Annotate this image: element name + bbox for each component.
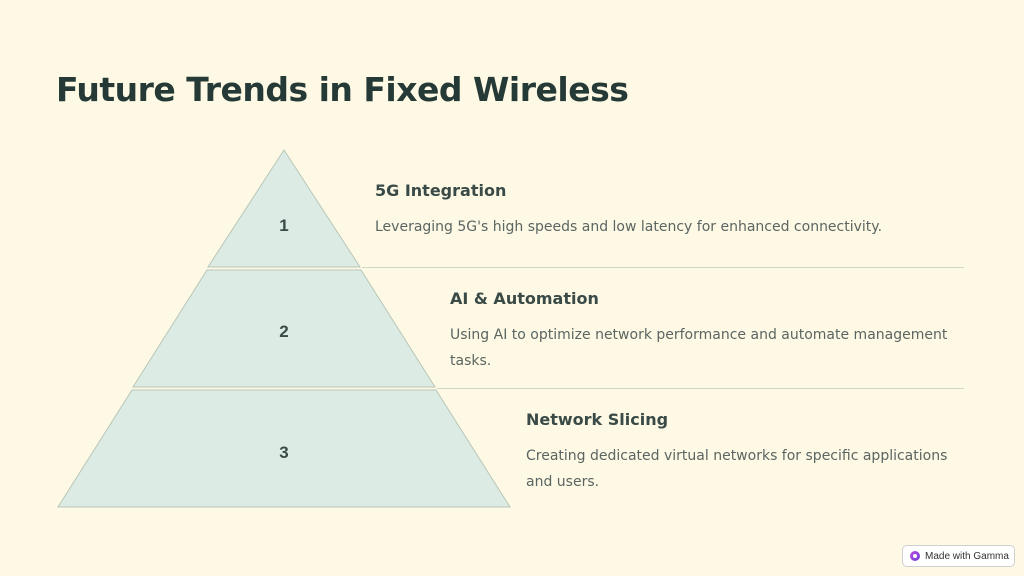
- tier-2-heading: AI & Automation: [450, 289, 599, 308]
- tier-3-description: Creating dedicated virtual networks for …: [526, 448, 948, 490]
- tier-1-number: 1: [279, 216, 288, 235]
- tier-3-text: Network Slicing Creating dedicated virtu…: [526, 410, 951, 495]
- pyramid-tier-2: [132, 269, 436, 388]
- tier-1-text: 5G Integration Leveraging 5G's high spee…: [375, 181, 955, 240]
- divider-1: [362, 267, 964, 268]
- pyramid-tier-3: [57, 389, 511, 508]
- badge-label: Made with Gamma: [925, 550, 1009, 562]
- tier-1-heading: 5G Integration: [375, 181, 507, 200]
- tier-2-number: 2: [279, 322, 288, 341]
- tier-2-description: Using AI to optimize network performance…: [450, 327, 948, 369]
- pyramid-tier-1: [207, 149, 361, 268]
- tier-3-heading: Network Slicing: [526, 410, 669, 429]
- made-with-gamma-badge[interactable]: Made with Gamma: [902, 545, 1015, 567]
- tier-1-description: Leveraging 5G's high speeds and low late…: [375, 219, 883, 235]
- tier-2-text: AI & Automation Using AI to optimize net…: [450, 289, 950, 374]
- gamma-logo-icon: [910, 551, 920, 561]
- page-title: Future Trends in Fixed Wireless: [56, 70, 629, 109]
- tier-3-number: 3: [279, 443, 288, 462]
- divider-2: [437, 388, 964, 389]
